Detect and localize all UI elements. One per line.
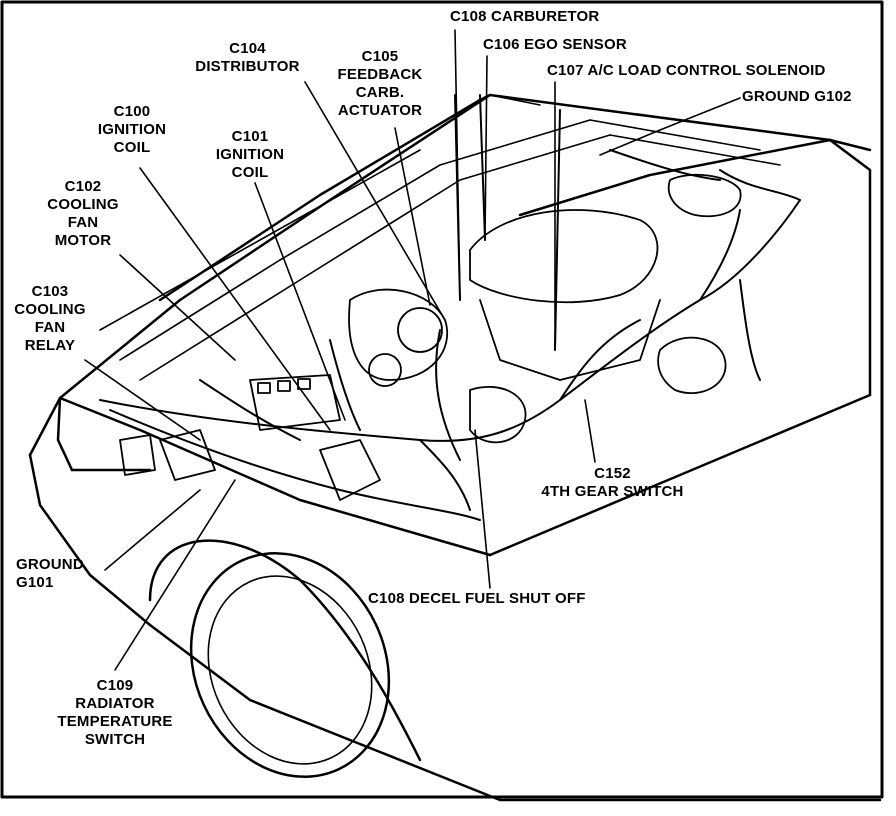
label-c152-4th-gear-switch: C152 4TH GEAR SWITCH: [541, 465, 684, 500]
label-c100-ignition-coil: C100 IGNITION COIL: [97, 103, 167, 156]
engine-block: [119, 173, 742, 501]
front-wheel: [148, 539, 422, 778]
label-c103-cooling-fan-relay: C103 COOLING FAN RELAY: [14, 283, 86, 354]
label-c109-radiator-temperature-switch: C109 RADIATOR TEMPERATURE SWITCH: [57, 677, 173, 748]
label-c104-distributor: C104 DISTRIBUTOR: [195, 40, 300, 75]
label-c108-carburetor: C108 CARBURETOR: [450, 8, 600, 25]
frame-border: [0, 0, 884, 799]
label-c107-ac-load-control-solenoid: C107 A/C LOAD CONTROL SOLENOID: [547, 62, 826, 79]
hood-lines: [99, 119, 781, 381]
label-c101-ignition-coil: C101 IGNITION COIL: [215, 128, 285, 181]
label-ground-g101: GROUND G101: [16, 556, 84, 591]
leader-lines: [84, 29, 741, 671]
wiring-harness: [99, 94, 801, 521]
label-ground-g102: GROUND G102: [742, 88, 852, 105]
label-c108-decel-fuel-shut-off: C108 DECEL FUEL SHUT OFF: [368, 590, 586, 607]
label-c106-ego-sensor: C106 EGO SENSOR: [483, 36, 627, 53]
label-c102-cooling-fan-motor: C102 COOLING FAN MOTOR: [47, 178, 119, 249]
label-c105-feedback-carb-actuator: C105 FEEDBACK CARB. ACTUATOR: [337, 48, 423, 119]
